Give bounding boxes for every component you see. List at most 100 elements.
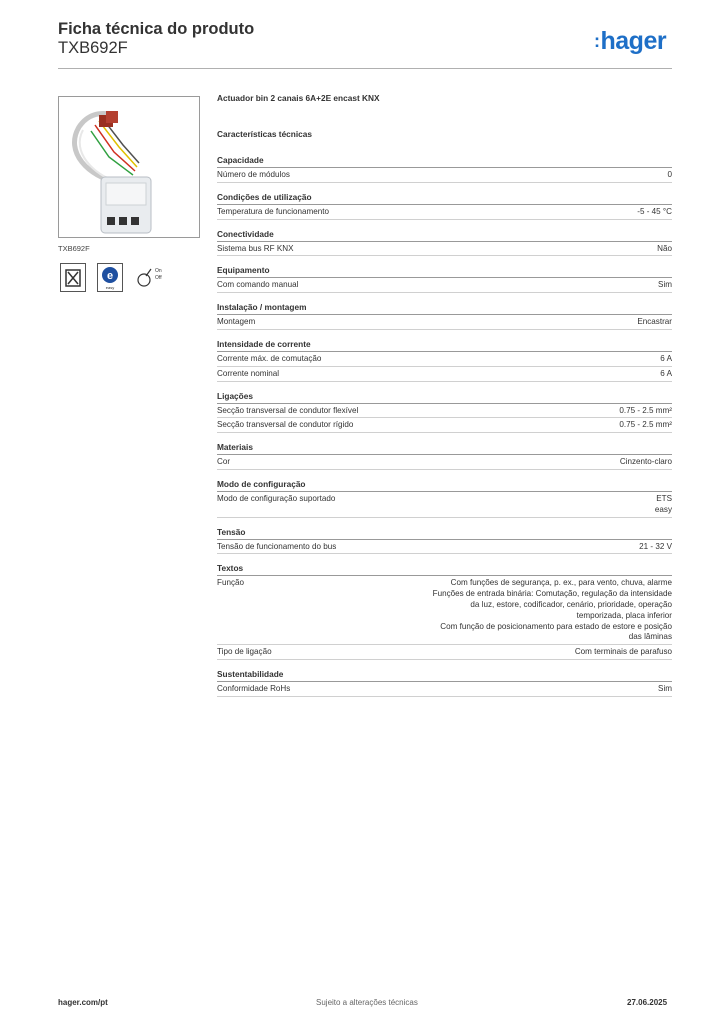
spec-value-line: Encastrar (637, 317, 672, 327)
spec-value: Sim (658, 280, 672, 291)
spec-label: Temperatura de funcionamento (217, 206, 330, 216)
header-divider (58, 68, 672, 69)
spec-group-title: Textos (217, 563, 672, 577)
spec-value: Não (657, 244, 672, 255)
product-image (58, 96, 200, 238)
spec-value-line: 21 - 32 V (639, 541, 672, 551)
spec-group-title: Capacidade (217, 155, 672, 168)
spec-value-line: temporizada, placa inferior (576, 610, 672, 620)
spec-label: Modo de configuração suportado (217, 493, 336, 503)
spec-value: 0.75 - 2.5 mm² (619, 420, 672, 431)
specs-title: Características técnicas (217, 129, 313, 139)
spec-row: Tipo de ligação Com terminais de parafuso (217, 645, 672, 660)
spec-value: Sim (658, 684, 672, 695)
spec-label: Sistema bus RF KNX (217, 243, 294, 253)
footer-website[interactable]: hager.com/pt (58, 998, 108, 1007)
spec-label: Tensão de funcionamento do bus (217, 541, 337, 551)
spec-value-line: Cinzento-claro (619, 457, 672, 467)
spec-label: Secção transversal de condutor flexível (217, 405, 359, 415)
spec-label: Cor (217, 457, 231, 467)
spec-value: 6 A (660, 369, 672, 380)
spec-value-line: 6 A (660, 368, 672, 378)
spec-value-line: 0 (667, 170, 672, 179)
spec-row: Corrente máx. de comutação 6 A (217, 352, 672, 367)
spec-value-line: ETS (656, 493, 672, 503)
hager-logo: :hager (594, 27, 667, 55)
spec-value-line: -5 - 45 °C (637, 206, 672, 216)
spec-group-title: Intensidade de corrente (217, 339, 672, 352)
spec-group-title: Conectividade (217, 229, 672, 242)
svg-text:Off: Off (155, 275, 162, 281)
spec-value: 21 - 32 V (639, 542, 672, 553)
product-code: TXB692F (58, 39, 128, 57)
spec-row: Temperatura de funcionamento -5 - 45 °C (217, 205, 672, 220)
footer-date: 27.06.2025 (627, 998, 668, 1007)
spec-value: Cinzento-claro (620, 457, 672, 468)
spec-value: 0 (667, 170, 672, 181)
spec-value-line: das lâminas (628, 632, 672, 642)
manual-control-icon: On Off (133, 263, 162, 292)
svg-text:easy: easy (106, 285, 114, 290)
spec-label: Tipo de ligação (217, 647, 272, 657)
spec-group-title: Modo de configuração (217, 479, 672, 492)
product-caption: TXB692F (58, 244, 90, 253)
spec-value-line: Sim (658, 683, 672, 693)
spec-label: Conformidade RoHs (217, 683, 291, 693)
spec-group-title: Materiais (217, 442, 672, 456)
spec-label: Corrente máx. de comutação (217, 353, 322, 363)
spec-value: -5 - 45 °C (637, 207, 672, 218)
spec-row: Função Com funções de segurança, p. ex., … (217, 576, 672, 646)
product-illustration (72, 111, 152, 234)
spec-value-line: da luz, estore, codificador, cenário, pr… (470, 599, 672, 609)
spec-group-title: Instalação / montagem (217, 302, 672, 316)
spec-value: Encastrar (637, 317, 672, 328)
spec-row: Montagem Encastrar (217, 315, 672, 330)
footer-note: Sujeito a alterações técnicas (316, 998, 418, 1007)
spec-value-line: Funções de entrada binária: Comutação, r… (432, 589, 672, 599)
spec-group-title: Tensão (217, 527, 672, 540)
spec-label: Função (217, 578, 244, 588)
spec-row: Secção transversal de condutor flexível 0… (217, 404, 672, 419)
spec-value-line: Com terminais de parafuso (574, 647, 672, 657)
spec-value-line: Com função de posicionamento para estado… (440, 621, 672, 631)
spec-value-line: 0.75 - 2.5 mm² (619, 405, 672, 415)
product-description: Actuador bin 2 canais 6A+2E encast KNX (217, 93, 380, 103)
svg-text:e: e (107, 270, 113, 282)
spec-value: Com funções de segurança, p. ex., para v… (433, 578, 672, 643)
logo-dots-icon: : (594, 31, 600, 51)
page-title: Ficha técnica do produto (58, 20, 255, 38)
spec-value-line: 0.75 - 2.5 mm² (619, 420, 672, 430)
spec-row: Conformidade RoHs Sim (217, 682, 672, 697)
spec-value-line: Sim (658, 280, 672, 290)
spec-group-title: Equipamento (217, 265, 672, 279)
spec-value-line: 6 A (660, 353, 672, 363)
spec-row: Cor Cinzento-claro (217, 455, 672, 470)
spec-label: Secção transversal de condutor rígido (217, 420, 354, 430)
spec-label: Corrente nominal (217, 368, 280, 378)
knx-easy-icon: e easy (97, 263, 123, 292)
spec-label: Montagem (217, 317, 256, 327)
spec-group-title: Sustentabilidade (217, 669, 672, 682)
spec-row: Corrente nominal 6 A (217, 367, 672, 382)
spec-value-line: easy (654, 504, 672, 514)
spec-value: 6 A (660, 354, 672, 365)
specs-main: Actuador bin 2 canais 6A+2E encast KNX C… (217, 93, 672, 706)
spec-value-line: Com funções de segurança, p. ex., para v… (450, 578, 672, 588)
svg-text:On: On (155, 268, 162, 274)
screwless-terminal-icon (60, 263, 86, 292)
spec-row: Tensão de funcionamento do bus 21 - 32 V (217, 540, 672, 555)
